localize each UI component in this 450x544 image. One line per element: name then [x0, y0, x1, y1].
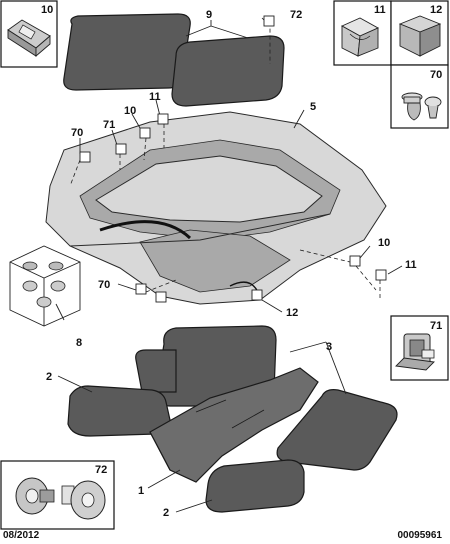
- grommet-72a-icon: [15, 477, 55, 515]
- callout-70-top: 70: [71, 127, 83, 139]
- detail-box-72: 72: [0, 460, 115, 530]
- grommet-72b-icon: [61, 480, 106, 520]
- detail-box-70: 70: [390, 64, 449, 129]
- detail-box-11: 11: [333, 0, 392, 66]
- push-pin-70-icon: [401, 92, 442, 121]
- callout-1: 1: [138, 485, 144, 497]
- callout-12: 12: [286, 307, 298, 319]
- box-10-label: 10: [41, 4, 53, 16]
- clip-11-icon: [340, 17, 380, 57]
- box-70-label: 70: [430, 69, 442, 81]
- detail-box-8: [9, 245, 81, 327]
- front-mat-bottom-left: [135, 325, 277, 407]
- box-12-label: 12: [430, 4, 442, 16]
- callout-8: 8: [76, 337, 82, 349]
- clip-12-icon: [398, 15, 442, 57]
- detail-box-10: 10: [0, 0, 58, 68]
- callout-11-top: 11: [149, 91, 161, 103]
- floor-pan: [45, 111, 387, 305]
- callout-3: 3: [326, 341, 332, 353]
- callout-10-top: 10: [124, 105, 136, 117]
- rear-mat-right: [205, 459, 305, 513]
- callout-72: 72: [290, 9, 302, 21]
- callout-2-bottom: 2: [163, 507, 169, 519]
- callout-9: 9: [206, 9, 212, 21]
- box-11-label: 11: [374, 4, 386, 16]
- rear-mat-left: [67, 385, 171, 437]
- callout-71: 71: [103, 119, 115, 131]
- fastener-71-icon: [395, 333, 435, 371]
- front-mat-bottom-right: [276, 389, 398, 471]
- box-71-label: 71: [430, 320, 442, 332]
- leader-lines: [55, 15, 403, 513]
- callout-2-left: 2: [46, 371, 52, 383]
- detail-box-12: 12: [390, 0, 449, 66]
- clip-10-icon: [7, 19, 51, 57]
- footer-reference: 00095961: [397, 530, 443, 541]
- callout-5: 5: [310, 101, 316, 113]
- box-72-label: 72: [95, 464, 107, 476]
- callout-70-mid: 70: [98, 279, 110, 291]
- callout-11-right: 11: [405, 259, 417, 271]
- detail-box-71: 71: [390, 315, 449, 381]
- front-mat-left: [63, 13, 191, 91]
- tunnel-insulation: [149, 367, 319, 483]
- front-mat-right: [171, 35, 285, 107]
- callout-10-right: 10: [378, 237, 390, 249]
- footer-date: 08/2012: [3, 530, 40, 541]
